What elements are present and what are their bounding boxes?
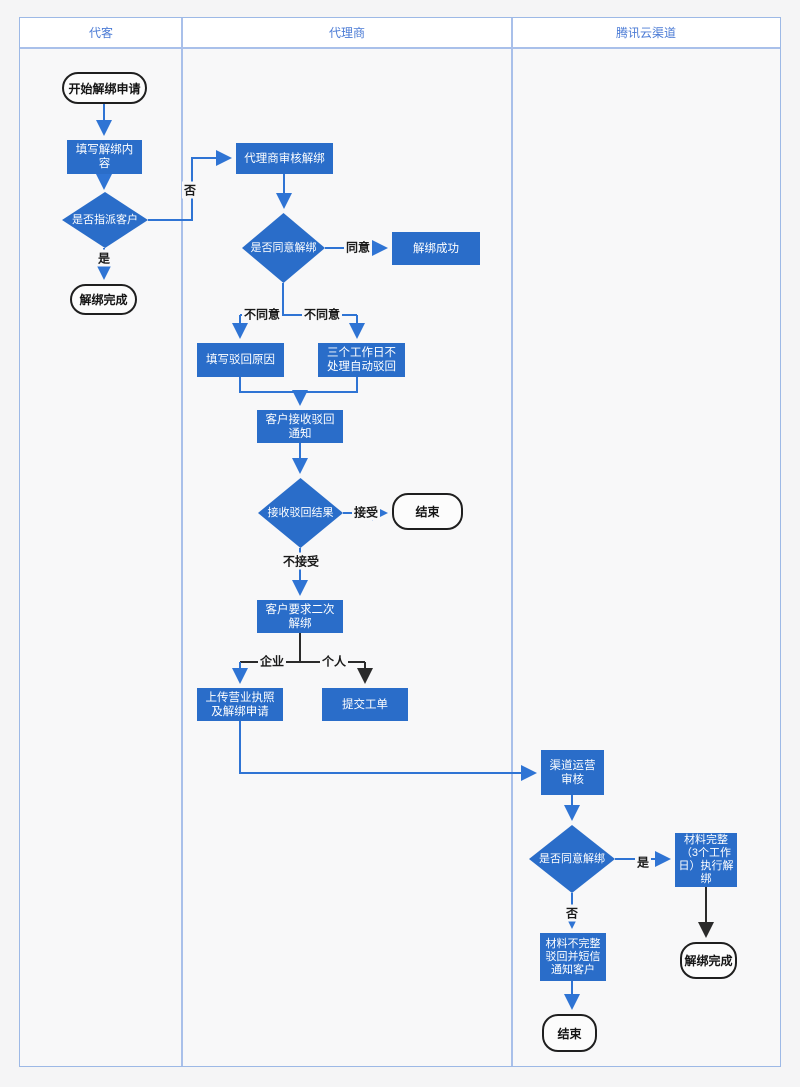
node-fill-reject-reason: 填写驳回原因 (197, 343, 284, 377)
edge-label-yes-1: 是 (95, 249, 113, 267)
lane-header-row: 代客 代理商 腾讯云渠道 (20, 18, 780, 49)
node-customer-receive-reject-notice: 客户接收驳回通知 (257, 410, 343, 443)
node-unbind-complete-1: 解绑完成 (70, 284, 137, 315)
lane-header-agent: 代理商 (328, 26, 365, 40)
edge-label-enterprise: 企业 (257, 652, 287, 670)
lane-header-daike: 代客 (88, 26, 113, 40)
edge-label-accept: 接受 (351, 503, 381, 521)
node-start-unbind-request: 开始解绑申请 (62, 72, 147, 104)
node-unbind-success: 解绑成功 (392, 232, 480, 265)
swimlane-table: 代客 代理商 腾讯云渠道 (19, 17, 781, 1067)
edge-label-agree: 同意 (343, 238, 373, 256)
node-auto-reject-3-workdays: 三个工作日不处理自动驳回 (318, 343, 405, 377)
edge-label-not-accept: 不接受 (280, 552, 322, 570)
node-customer-request-second-unbind: 客户要求二次解绑 (257, 600, 343, 633)
edge-label-personal: 个人 (319, 652, 349, 670)
node-material-incomplete-reject-sms: 材料不完整驳回并短信通知客户 (540, 933, 606, 981)
node-fill-unbind-content: 填写解绑内容 (67, 140, 142, 174)
node-agent-review-unbind: 代理商审核解绑 (236, 143, 333, 174)
node-unbind-complete-2: 解绑完成 (680, 942, 737, 979)
node-end-2: 结束 (542, 1014, 597, 1052)
node-end-1: 结束 (392, 493, 463, 530)
lane-header-tencent-channel: 腾讯云渠道 (615, 26, 676, 40)
node-material-complete-execute-unbind: 材料完整（3个工作日）执行解绑 (675, 833, 737, 887)
node-upload-business-license: 上传营业执照及解绑申请 (197, 688, 283, 721)
node-submit-ticket: 提交工单 (322, 688, 408, 721)
edge-label-disagree-left: 不同意 (241, 305, 283, 323)
lane-separator-2 (511, 18, 513, 1066)
edge-label-yes-2: 是 (634, 853, 652, 871)
node-channel-operation-review: 渠道运营审核 (541, 750, 604, 795)
edge-label-no-1: 否 (181, 181, 199, 199)
edge-label-disagree-right: 不同意 (301, 305, 343, 323)
lane-separator-1 (181, 18, 183, 1066)
edge-label-no-2: 否 (563, 904, 581, 922)
